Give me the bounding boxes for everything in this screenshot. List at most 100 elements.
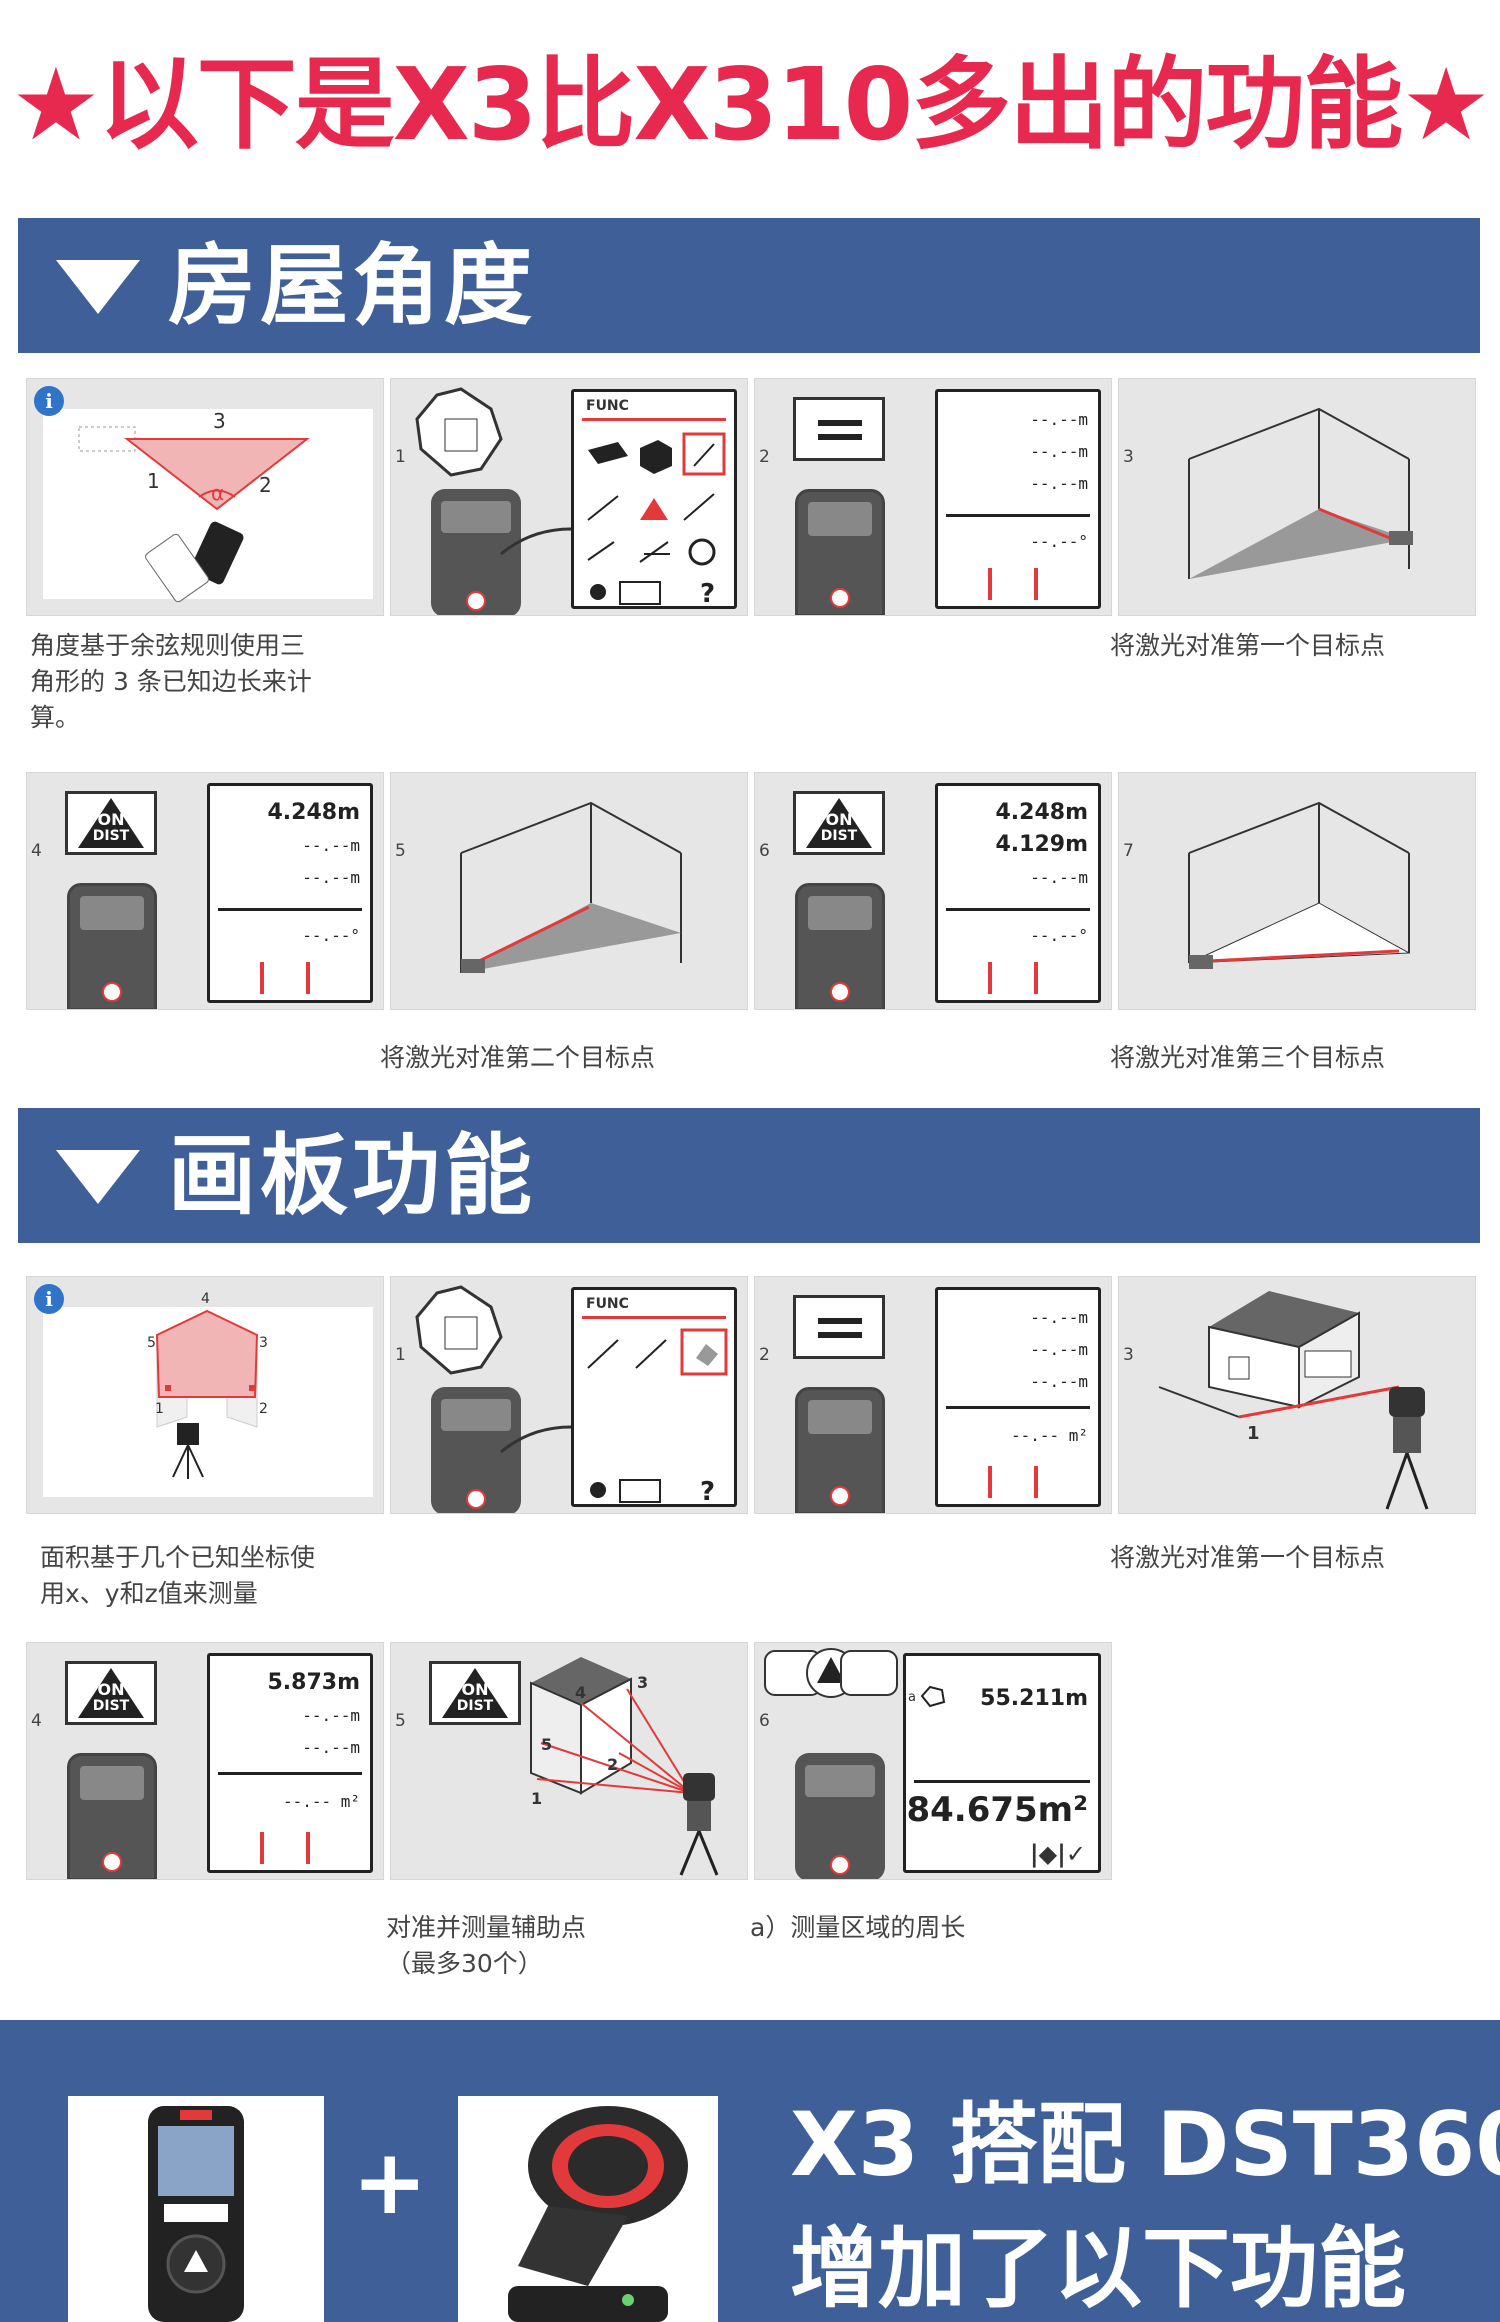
device-icon	[795, 1387, 885, 1513]
func-label: FUNC	[586, 398, 629, 414]
caption-angle-intro: 角度基于余弦规则使用三 角形的 3 条已知边长来计 算。	[30, 628, 390, 736]
device-screen: FUNC ?	[571, 1287, 737, 1507]
panel-angle-step2: 2 --.--m --.--m --.--m --.--°	[754, 378, 1112, 616]
caption-sketch-step5: 对准并测量辅助点 （最多30个）	[386, 1910, 586, 1982]
step-number: 1	[395, 447, 406, 467]
footer-banner: + X3 搭配 DST360 增加了以下功能	[0, 2020, 1500, 2322]
screen-result: --.--°	[1030, 532, 1088, 551]
device-screen: 5.873m --.--m --.--m --.-- m²	[207, 1653, 373, 1873]
screen-result: --.--°	[302, 926, 360, 945]
panel-angle-step6: 6 ON DIST 4.248m 4.129m --.--m --.--°	[754, 772, 1112, 1010]
screen-row: 4.248m	[995, 800, 1088, 825]
screen-row: --.--m	[1030, 868, 1088, 887]
screen-result: --.--°	[1030, 926, 1088, 945]
footer-line-2: 增加了以下功能	[790, 2217, 1407, 2320]
device-screen: --.--m --.--m --.--m --.-- m²	[935, 1287, 1101, 1507]
section-header-sketch: 画板功能	[18, 1108, 1480, 1243]
screen-row: --.--m	[1030, 1372, 1088, 1391]
dist-label: DIST	[820, 828, 858, 844]
dst360-product-image	[458, 2096, 718, 2322]
side-label-3: 3	[213, 409, 226, 433]
check-icon: |◆|✓	[1029, 1840, 1086, 1868]
step-number: 2	[759, 447, 770, 467]
panel-angle-step4: 4 ON DIST 4.248m --.--m --.--m --.--°	[26, 772, 384, 1010]
angle-label: α	[211, 481, 225, 505]
triangle-down-icon	[56, 260, 140, 314]
svg-text:?: ?	[700, 579, 715, 609]
point-label: 1	[1247, 1423, 1260, 1444]
step-number: 2	[759, 1345, 770, 1365]
caption-line: 算。	[30, 703, 81, 732]
on-dist-button-icon: ON DIST	[65, 1661, 157, 1725]
svg-text:i: i	[45, 389, 53, 413]
device-screen: --.--m --.--m --.--m --.--°	[935, 389, 1101, 609]
step-number: 3	[1123, 447, 1134, 467]
x3-product-image	[68, 2096, 324, 2322]
screen-row: --.--m	[302, 1738, 360, 1757]
footer-line-1: X3 搭配 DST360	[790, 2093, 1500, 2196]
point-label: 5	[147, 1335, 156, 1351]
on-label: ON	[461, 1680, 489, 1699]
step-number: 7	[1123, 841, 1134, 861]
step-number: 6	[759, 841, 770, 861]
point-label: 3	[637, 1673, 649, 1692]
page-title: ★以下是X3比X310多出的功能★	[11, 46, 1491, 163]
device-screen: FUNC ?	[571, 389, 737, 609]
dist-label: DIST	[92, 828, 130, 844]
panel-sketch-step5: 5 ON DIST 4 3 5 2 1	[390, 1642, 748, 1880]
panel-sketch-step2: 2 --.--m --.--m --.--m --.-- m²	[754, 1276, 1112, 1514]
caption-angle-step3: 将激光对准第一个目标点	[1110, 631, 1386, 660]
caption-line: 角度基于余弦规则使用三	[30, 631, 306, 660]
screen-row: --.--m	[302, 1706, 360, 1725]
section-title: 画板功能	[168, 1124, 537, 1227]
caption-line: （最多30个）	[386, 1949, 543, 1978]
screen-row: 4.248m	[267, 800, 360, 825]
panel-sketch-step6: 6 a 55.211m 84.675m² |◆|✓	[754, 1642, 1112, 1880]
device-icon	[67, 883, 157, 1009]
screen-row: 4.129m	[995, 832, 1088, 857]
step-number: 5	[395, 841, 406, 861]
point-label: 2	[259, 1401, 268, 1417]
step-number: 5	[395, 1711, 406, 1731]
device-screen: 4.248m --.--m --.--m --.--°	[207, 783, 373, 1003]
svg-text:?: ?	[700, 1477, 715, 1507]
screen-row: --.--m	[1030, 1340, 1088, 1359]
perimeter-value: 55.211m	[980, 1686, 1088, 1711]
angle-mode-icon	[988, 568, 1038, 600]
triangle-down-icon	[56, 1150, 140, 1204]
step-number: 1	[395, 1345, 406, 1365]
caption-line: 对准并测量辅助点	[386, 1913, 587, 1942]
panel-sketch-info: i 4 5 3 1 2	[26, 1276, 384, 1514]
device-screen: 4.248m 4.129m --.--m --.--°	[935, 783, 1101, 1003]
caption-sketch-intro: 面积基于几个已知坐标使 用x、y和z值来测量	[40, 1540, 400, 1612]
panel-angle-step5: 5	[390, 772, 748, 1010]
point-label: 4	[201, 1291, 210, 1307]
plus-sign: +	[352, 2130, 428, 2235]
panel-angle-step7: 7	[1118, 772, 1476, 1010]
screen-result: --.-- m²	[1010, 1426, 1088, 1445]
point-label: 5	[541, 1735, 553, 1754]
section-header-house-angle: 房屋角度	[18, 218, 1480, 353]
on-dist-button-icon: ON DIST	[429, 1661, 521, 1725]
on-dist-button-icon: ON DIST	[65, 791, 157, 855]
caption-line: 用x、y和z值来测量	[40, 1579, 258, 1608]
panel-sketch-step1: 1 FUNC ?	[390, 1276, 748, 1514]
caption-line: 角形的 3 条已知边长来计	[30, 667, 312, 696]
equals-button-icon	[793, 1295, 885, 1359]
screen-row: --.--m	[1030, 474, 1088, 493]
sketch-mode-icon	[260, 1832, 310, 1864]
step-number: 4	[31, 841, 42, 861]
on-label: ON	[97, 1680, 125, 1699]
screen-row: --.--m	[302, 836, 360, 855]
point-label: 3	[259, 1335, 268, 1351]
func-label: FUNC	[586, 1296, 629, 1312]
equals-button-icon	[793, 397, 885, 461]
on-label: ON	[825, 810, 853, 829]
panel-angle-step1: 1 FUNC ?	[390, 378, 748, 616]
screen-row: 5.873m	[267, 1670, 360, 1695]
caption-angle-step7: 将激光对准第三个目标点	[1110, 1043, 1386, 1072]
point-label: 4	[575, 1683, 587, 1702]
on-label: ON	[97, 810, 125, 829]
angle-mode-icon	[260, 962, 310, 994]
screen-row: --.--m	[1030, 442, 1088, 461]
